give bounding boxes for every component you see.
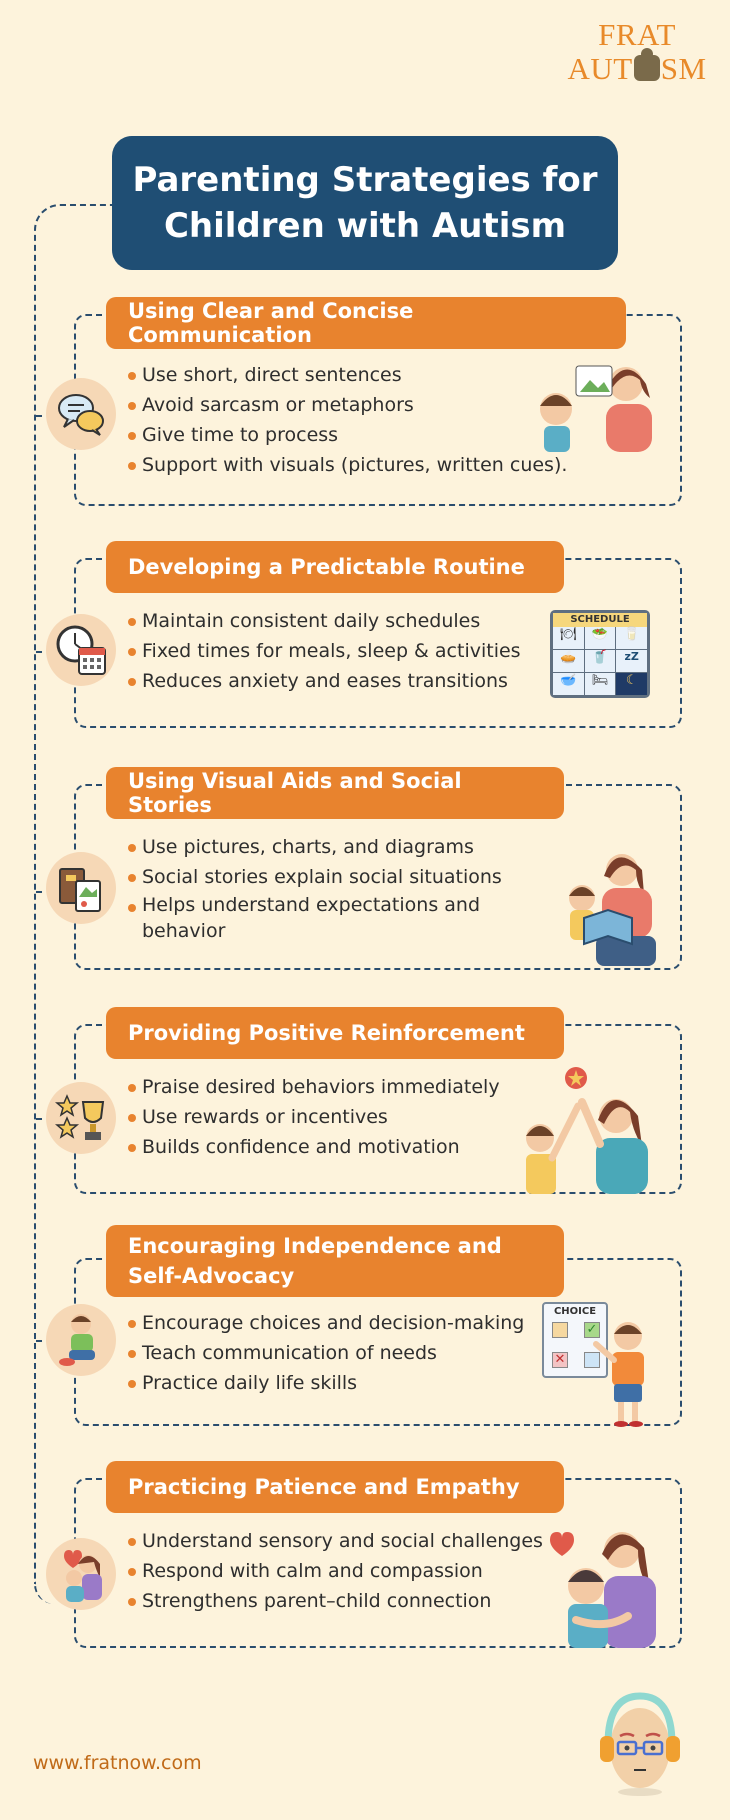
section-patience: Practicing Patience and Empathy Understa… bbox=[46, 1461, 682, 1648]
bullet-item: Fixed times for meals, sleep & activitie… bbox=[126, 636, 521, 666]
bullet-item: Give time to process bbox=[126, 420, 567, 450]
high-five-illustration bbox=[516, 1066, 666, 1194]
section-independence: Encouraging Independence and Self-Advoca… bbox=[36, 1225, 682, 1428]
bullet-item: Practice daily life skills bbox=[126, 1368, 524, 1398]
chat-bubbles-icon bbox=[46, 378, 116, 450]
book-picture-icon bbox=[46, 852, 116, 924]
schedule-board-illustration: SCHEDULE 🍽🥗🥛 🥧🥤zZ 🥣🛏☾ bbox=[550, 610, 650, 698]
logo-aut: AUT bbox=[567, 51, 633, 86]
logo-line1: FRAT bbox=[598, 17, 676, 52]
bullet-list: Praise desired behaviors immediately Use… bbox=[126, 1072, 500, 1162]
parent-hugging-child-illustration bbox=[546, 1520, 666, 1648]
bullet-item: Helps understand expectations and behavi… bbox=[126, 892, 506, 944]
puzzle-piece-icon bbox=[633, 48, 660, 81]
section-heading: Practicing Patience and Empathy bbox=[106, 1461, 564, 1513]
bullet-item: Reduces anxiety and eases transitions bbox=[126, 666, 521, 696]
bullet-item: Social stories explain social situations bbox=[126, 862, 506, 892]
logo-line2: AUT SM bbox=[562, 48, 712, 86]
section-routine: Developing a Predictable Routine Maintai… bbox=[36, 541, 682, 728]
child-tying-shoe-icon bbox=[46, 1304, 116, 1376]
bullet-item: Support with visuals (pictures, written … bbox=[126, 450, 567, 480]
bullet-list: Encourage choices and decision-making Te… bbox=[126, 1308, 524, 1398]
bullet-list: Maintain consistent daily schedules Fixe… bbox=[126, 606, 521, 696]
choice-board-illustration: CHOICE ✓ ✕ bbox=[542, 1302, 662, 1428]
frat-autism-logo: FRAT AUT SM bbox=[562, 18, 712, 86]
bullet-list: Understand sensory and social challenges… bbox=[126, 1526, 543, 1616]
bullet-item: Respond with calm and compassion bbox=[126, 1556, 543, 1586]
choice-board: CHOICE ✓ ✕ bbox=[542, 1302, 608, 1378]
section-heading: Encouraging Independence and Self-Advoca… bbox=[106, 1225, 564, 1297]
bullet-list: Use short, direct sentences Avoid sarcas… bbox=[126, 360, 567, 480]
bullet-item: Builds confidence and motivation bbox=[126, 1132, 500, 1162]
clock-calendar-icon bbox=[46, 614, 116, 686]
bullet-item: Encourage choices and decision-making bbox=[126, 1308, 524, 1338]
choice-label: CHOICE bbox=[553, 1306, 597, 1317]
bullet-item: Avoid sarcasm or metaphors bbox=[126, 390, 567, 420]
schedule-grid: 🍽🥗🥛 🥧🥤zZ 🥣🛏☾ bbox=[553, 627, 647, 695]
section-heading: Using Clear and Concise Communication bbox=[106, 297, 626, 349]
website-link[interactable]: www.fratnow.com bbox=[33, 1752, 202, 1774]
section-reinforcement: Providing Positive Reinforcement Praise … bbox=[36, 1007, 682, 1194]
page-title: Parenting Strategies for Children with A… bbox=[112, 136, 618, 270]
bullet-item: Maintain consistent daily schedules bbox=[126, 606, 521, 636]
bullet-item: Praise desired behaviors immediately bbox=[126, 1072, 500, 1102]
check-icon: ✓ bbox=[584, 1322, 600, 1338]
cross-icon: ✕ bbox=[552, 1352, 568, 1368]
parent-child-talking-illustration bbox=[526, 354, 666, 454]
stars-trophy-icon bbox=[46, 1082, 116, 1154]
section-visual-aids: Using Visual Aids and Social Stories Use… bbox=[36, 767, 682, 970]
bullet-list: Use pictures, charts, and diagrams Socia… bbox=[126, 832, 506, 944]
bullet-item: Use pictures, charts, and diagrams bbox=[126, 832, 506, 862]
section-heading: Using Visual Aids and Social Stories bbox=[106, 767, 564, 819]
bullet-item: Strengthens parent–child connection bbox=[126, 1586, 543, 1616]
logo-sm: SM bbox=[660, 51, 707, 86]
hug-heart-icon bbox=[46, 1538, 116, 1610]
schedule-label: SCHEDULE bbox=[553, 613, 647, 627]
bullet-item: Use rewards or incentives bbox=[126, 1102, 500, 1132]
section-heading: Developing a Predictable Routine bbox=[106, 541, 564, 593]
section-heading: Providing Positive Reinforcement bbox=[106, 1007, 564, 1059]
section-communication: Using Clear and Concise Communication Us… bbox=[36, 297, 682, 506]
bullet-item: Use short, direct sentences bbox=[126, 360, 567, 390]
parent-reading-illustration bbox=[556, 848, 666, 968]
bullet-item: Teach communication of needs bbox=[126, 1338, 524, 1368]
mascot-headphones-icon bbox=[600, 1688, 680, 1798]
bullet-item: Understand sensory and social challenges bbox=[126, 1526, 543, 1556]
